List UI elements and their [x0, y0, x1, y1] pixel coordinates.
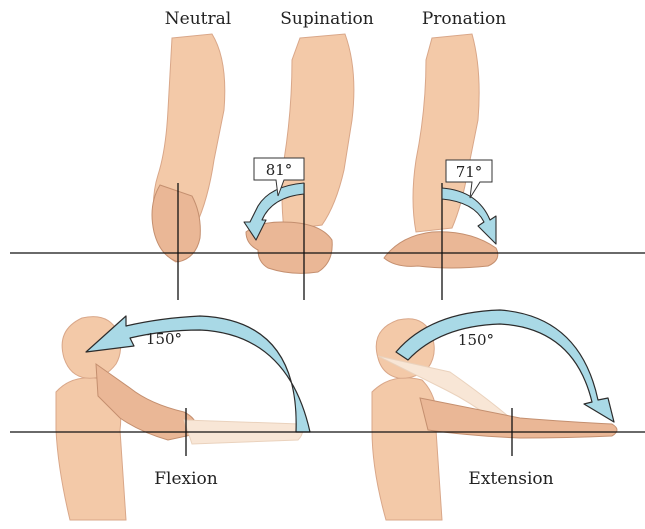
neutral-label: Neutral: [165, 9, 231, 29]
pronation-hand: [384, 232, 498, 268]
pronation-angle-value: 71°: [456, 163, 483, 181]
neutral-figure: [152, 34, 225, 300]
pronation-label: Pronation: [422, 9, 506, 29]
supination-label: Supination: [280, 9, 374, 29]
flexion-angle-value: 150°: [146, 330, 182, 348]
extension-label: Extension: [468, 469, 553, 489]
supination-arm: [282, 34, 354, 230]
flexion-label: Flexion: [154, 469, 218, 489]
extension-angle-value: 150°: [458, 331, 494, 349]
supination-angle-value: 81°: [266, 161, 293, 179]
extension-torso: [372, 378, 442, 520]
